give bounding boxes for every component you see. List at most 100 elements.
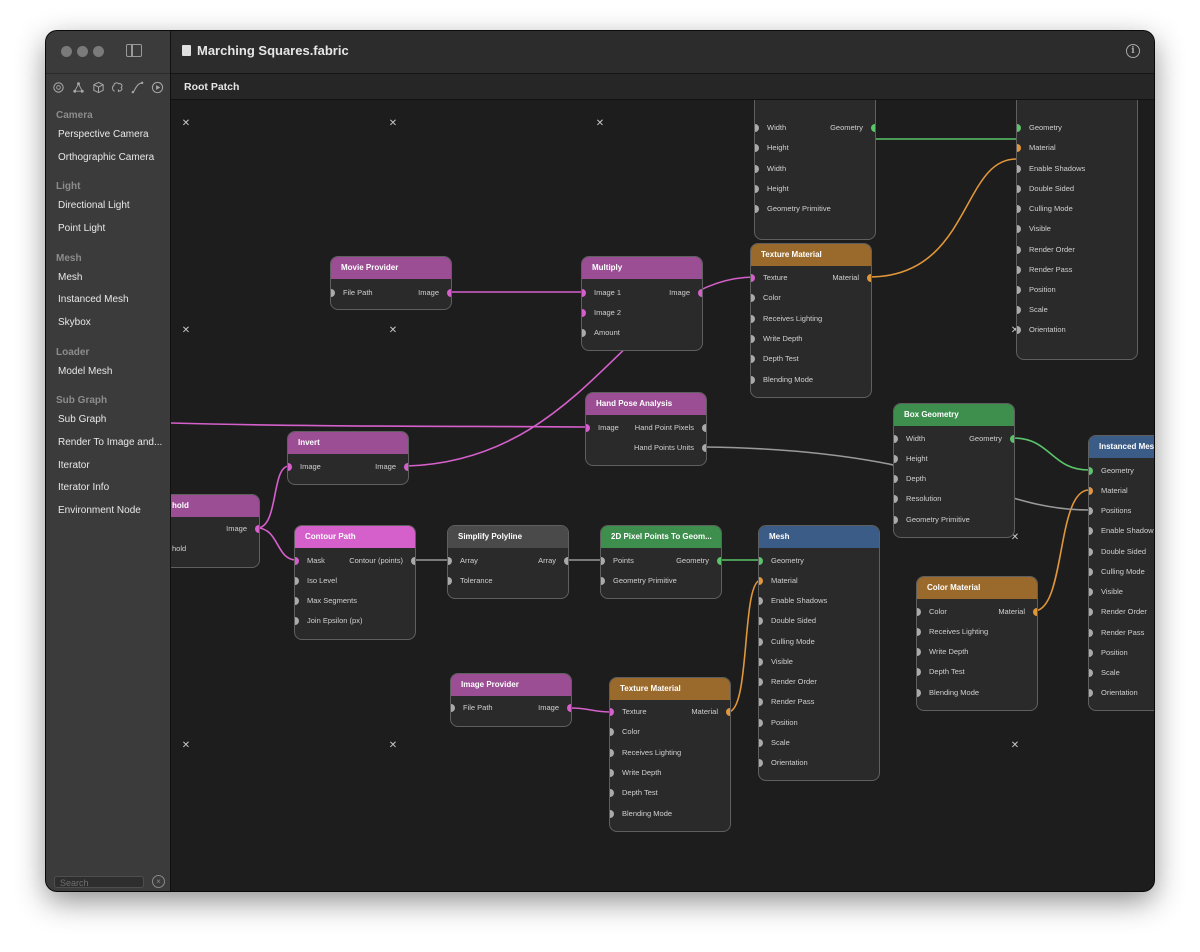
input-port[interactable] — [1089, 568, 1093, 576]
sidebar-item-point-light[interactable]: Point Light — [58, 223, 106, 234]
zoom-window-button[interactable] — [93, 46, 104, 57]
input-port[interactable] — [1089, 487, 1093, 495]
input-port[interactable] — [1017, 326, 1021, 334]
sidebar-item-model-mesh[interactable]: Model Mesh — [58, 366, 113, 377]
circle-icon[interactable] — [52, 81, 65, 94]
node-contour-path[interactable]: Contour Path Mask Contour (points) Iso L… — [294, 525, 416, 640]
sidebar-item-environment-node[interactable]: Environment Node — [58, 505, 141, 516]
input-port[interactable] — [610, 769, 614, 777]
close-window-button[interactable] — [61, 46, 72, 57]
node-pixel-points-to-geometry[interactable]: 2D Pixel Points To Geom... Points Geomet… — [600, 525, 722, 599]
input-port[interactable] — [759, 597, 763, 605]
search-input[interactable]: Search — [54, 876, 144, 888]
output-port[interactable] — [255, 525, 259, 533]
input-port[interactable] — [1089, 608, 1093, 616]
input-port[interactable] — [1089, 629, 1093, 637]
curve-icon[interactable] — [131, 81, 144, 94]
sidebar-item-skybox[interactable]: Skybox — [58, 317, 91, 328]
node-movie-provider[interactable]: Movie Provider File Path Image — [330, 256, 452, 310]
input-port[interactable] — [1089, 649, 1093, 657]
input-port[interactable] — [1089, 588, 1093, 596]
input-port[interactable] — [582, 329, 586, 337]
input-port[interactable] — [1017, 144, 1021, 152]
node-texture-material-2[interactable]: Texture Material Texture Material Color … — [609, 677, 731, 832]
node-invert[interactable]: Invert Image Image — [287, 431, 409, 485]
input-port[interactable] — [894, 435, 898, 443]
input-port[interactable] — [1017, 246, 1021, 254]
input-port[interactable] — [759, 698, 763, 706]
input-port[interactable] — [917, 689, 921, 697]
node-texture-material[interactable]: Texture Material Texture Material Color … — [750, 243, 872, 398]
input-port[interactable] — [1089, 669, 1093, 677]
input-port[interactable] — [610, 728, 614, 736]
sidebar-item-sub-graph[interactable]: Sub Graph — [58, 414, 107, 425]
output-port[interactable] — [871, 124, 875, 132]
input-port[interactable] — [894, 516, 898, 524]
node-color-material[interactable]: Color Material Color Material Receives L… — [916, 576, 1038, 711]
output-port[interactable] — [717, 557, 721, 565]
input-port[interactable] — [759, 658, 763, 666]
input-port[interactable] — [759, 638, 763, 646]
input-port[interactable] — [751, 355, 755, 363]
input-port[interactable] — [582, 309, 586, 317]
output-port[interactable] — [702, 444, 706, 452]
input-port[interactable] — [610, 749, 614, 757]
input-port[interactable] — [759, 617, 763, 625]
input-port[interactable] — [331, 289, 335, 297]
input-port[interactable] — [1017, 185, 1021, 193]
input-port[interactable] — [451, 704, 455, 712]
input-port[interactable] — [295, 597, 299, 605]
output-port[interactable] — [1033, 608, 1037, 616]
input-port[interactable] — [1017, 165, 1021, 173]
input-port[interactable] — [1017, 225, 1021, 233]
sidebar-item-render-to-image[interactable]: Render To Image and... — [58, 437, 163, 448]
input-port[interactable] — [601, 577, 605, 585]
sidebar-toggle-icon[interactable] — [126, 44, 142, 57]
breadcrumb-root-patch[interactable]: Root Patch — [184, 81, 240, 93]
input-port[interactable] — [610, 789, 614, 797]
input-port[interactable] — [610, 810, 614, 818]
output-port[interactable] — [1010, 435, 1014, 443]
sidebar-item-directional-light[interactable]: Directional Light — [58, 200, 130, 211]
output-port[interactable] — [404, 463, 408, 471]
output-port[interactable] — [726, 708, 730, 716]
output-port[interactable] — [564, 557, 568, 565]
output-port[interactable] — [702, 424, 706, 432]
node-multiply[interactable]: Multiply Image 1 Image Image 2 Amount — [581, 256, 703, 351]
node-geometry-top[interactable]: Width Geometry Height Width Height Geome… — [754, 100, 876, 240]
input-port[interactable] — [295, 577, 299, 585]
input-port[interactable] — [610, 708, 614, 716]
node-canvas[interactable]: ✕ ✕ ✕ ✕ ✕ ✕ ✕ ✕ ✕ ✕ ✕ ✕ — [171, 100, 1154, 891]
output-port[interactable] — [867, 274, 871, 282]
sidebar-item-perspective-camera[interactable]: Perspective Camera — [58, 129, 149, 140]
sidebar-item-iterator-info[interactable]: Iterator Info — [58, 482, 110, 493]
play-icon[interactable] — [151, 81, 164, 94]
input-port[interactable] — [759, 759, 763, 767]
input-port[interactable] — [751, 315, 755, 323]
minimize-window-button[interactable] — [77, 46, 88, 57]
node-box-geometry[interactable]: Box Geometry Width Geometry Height Depth… — [893, 403, 1015, 538]
node-simplify-polyline[interactable]: Simplify Polyline Array Array Tolerance — [447, 525, 569, 599]
input-port[interactable] — [917, 628, 921, 636]
brain-icon[interactable] — [111, 81, 124, 94]
input-port[interactable] — [1089, 548, 1093, 556]
input-port[interactable] — [448, 577, 452, 585]
input-port[interactable] — [1089, 507, 1093, 515]
node-hand-pose-analysis[interactable]: Hand Pose Analysis Image Hand Point Pixe… — [585, 392, 707, 466]
input-port[interactable] — [448, 557, 452, 565]
input-port[interactable] — [288, 463, 292, 471]
sidebar-item-instanced-mesh[interactable]: Instanced Mesh — [58, 294, 129, 305]
input-port[interactable] — [917, 668, 921, 676]
input-port[interactable] — [755, 144, 759, 152]
input-port[interactable] — [759, 678, 763, 686]
input-port[interactable] — [601, 557, 605, 565]
input-port[interactable] — [1017, 306, 1021, 314]
node-image-provider[interactable]: Image Provider File Path Image — [450, 673, 572, 727]
node-threshold[interactable]: hold Image hold — [171, 494, 260, 568]
input-port[interactable] — [894, 455, 898, 463]
input-port[interactable] — [759, 557, 763, 565]
input-port[interactable] — [1089, 527, 1093, 535]
input-port[interactable] — [755, 185, 759, 193]
graph-icon[interactable] — [72, 81, 85, 94]
input-port[interactable] — [1017, 286, 1021, 294]
